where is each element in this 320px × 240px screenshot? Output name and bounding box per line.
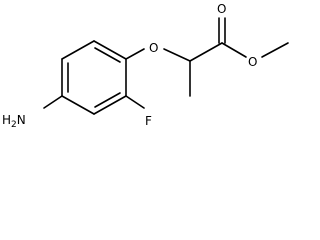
benzene-ring: [61, 40, 127, 115]
ring-bond-3: [93, 95, 127, 115]
ether-oxygen-label: O: [149, 41, 158, 55]
ring-bond-6: [61, 40, 95, 60]
bond-carbonyl-carbon-to-ester-oxygen: [221, 42, 247, 58]
ring-double-bond-a: [94, 47, 121, 63]
ester-oxygen-label: O: [248, 55, 257, 69]
carbonyl-oxygen-label: O: [217, 2, 226, 16]
ring-bond-1: [93, 40, 127, 60]
bond-ether-oxygen-to-ch: [163, 48, 191, 62]
bond-ring-to-fluorine: [125, 95, 145, 109]
fluorine-label: F: [145, 114, 152, 128]
ring-double-bond-b: [94, 92, 121, 108]
bond-ring-to-amine: [43, 95, 63, 109]
bond-ester-oxygen-to-methyl: [261, 42, 289, 58]
bond-ring-to-ether-oxygen: [125, 48, 145, 60]
chemical-structure: H2N F O O O: [2, 2, 289, 130]
bond-ch-to-carbonyl-carbon: [189, 42, 223, 62]
amine-label: H2N: [2, 113, 26, 130]
ring-bond-4: [61, 95, 95, 115]
